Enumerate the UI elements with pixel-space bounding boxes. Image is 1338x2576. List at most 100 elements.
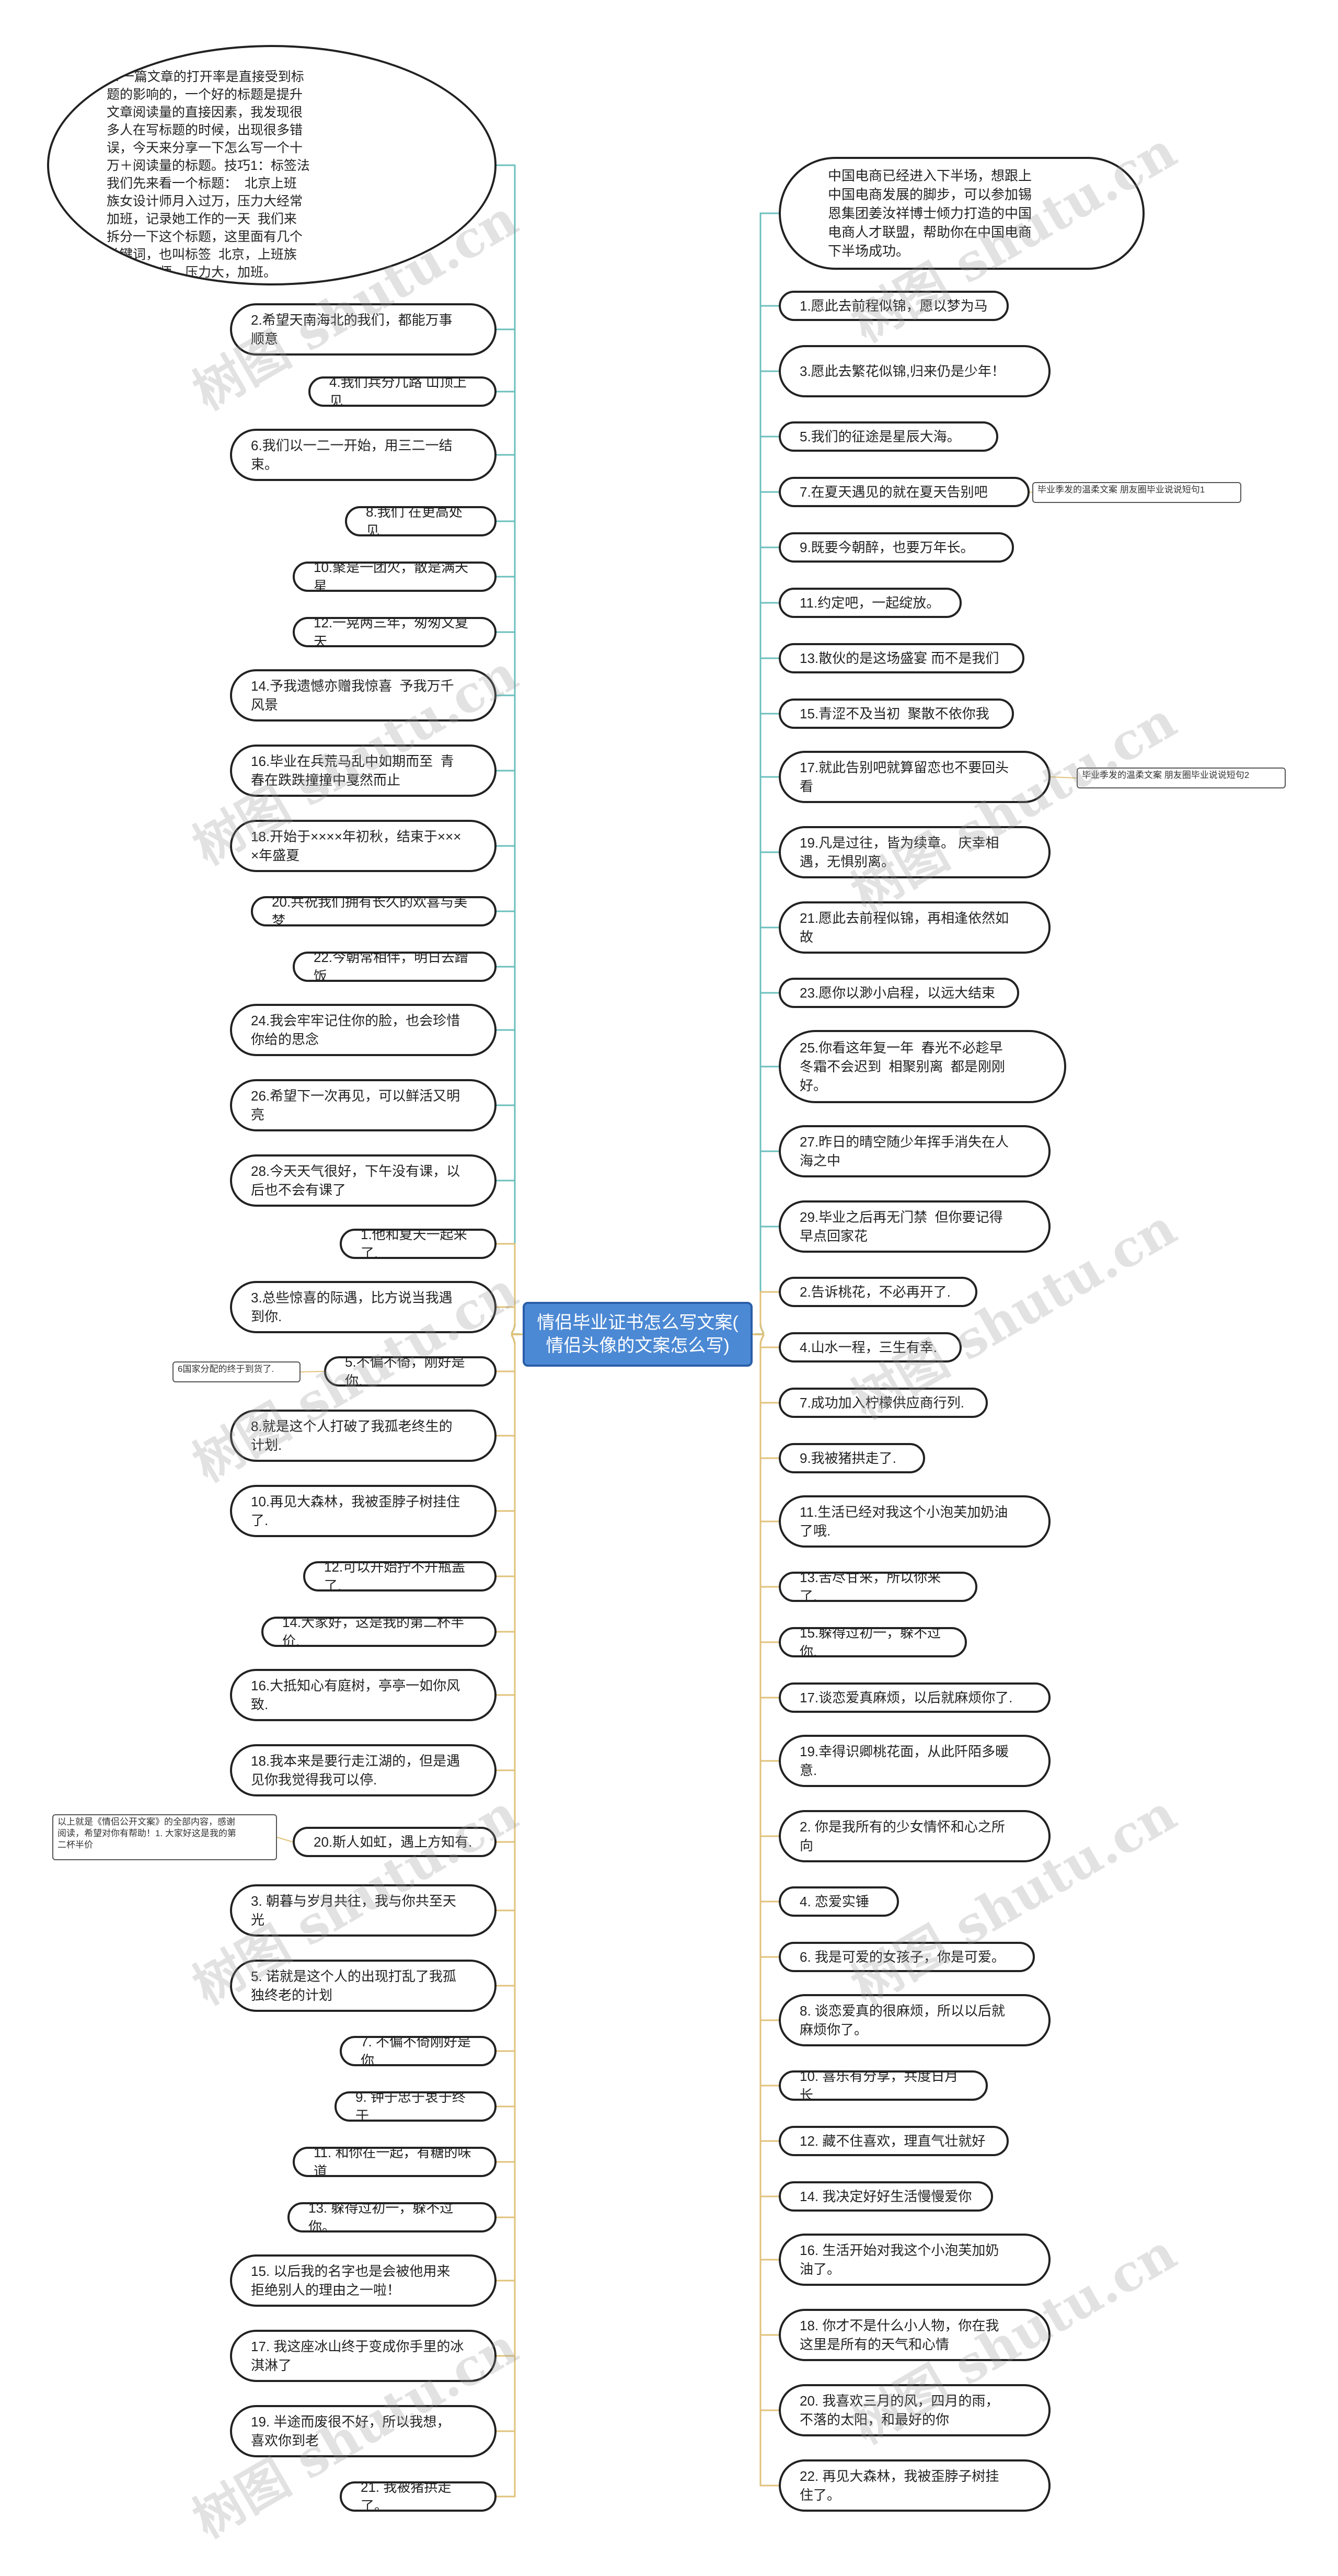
left-topic-8[interactable]: 14.予我遗憾亦赠我惊喜 予我万千 风景 — [230, 669, 497, 722]
left-topic-4[interactable]: 6.我们以一二一开始，用三二一结 束。 — [230, 429, 497, 481]
left-topic-15[interactable]: 28.今天天气很好，下午没有课，以 后也不会有课了 — [230, 1154, 497, 1207]
connector-line — [752, 851, 779, 1335]
left-topic-13[interactable]: 24.我会牢牢记住你的脸，也会珍惜 你给的思念 — [230, 1004, 497, 1056]
left-topic-21[interactable]: 12.可以开始拧不开瓶盖了. — [303, 1561, 497, 1592]
right-topic-27[interactable]: 4. 恋爱实锤 — [779, 1886, 899, 1917]
left-topic-27[interactable]: 5. 诺就是这个人的出现打乱了我孤 独终老的计划 — [230, 1960, 497, 2012]
right-topic-31[interactable]: 12. 藏不住喜欢，理直气壮就好 — [779, 2126, 1009, 2156]
connector-line — [497, 454, 523, 1335]
left-topic-20[interactable]: 10.再见大森林，我被歪脖子树挂住 了. — [230, 1485, 497, 1537]
right-topic-7[interactable]: 11.约定吧，一起绽放。 — [779, 588, 962, 618]
right-topic-12[interactable]: 21.愿此去前程似锦，再相逢依然如 故 — [779, 901, 1051, 954]
left-topic-10[interactable]: 18.开始于××××年初秋，结束于××× ×年盛夏 — [230, 820, 497, 872]
right-topic-22[interactable]: 13.苦尽甘来，所以你来了. — [779, 1572, 977, 1602]
right-topic-14[interactable]: 25.你看这年复一年 春光不必趁早 冬霜不会迟到 相聚别离 都是刚刚 好。 — [779, 1030, 1066, 1103]
connector-line — [752, 1333, 779, 1522]
left-topic-7[interactable]: 12.一晃两三年，匆匆又夏天 — [293, 617, 497, 647]
left-topic-32[interactable]: 15. 以后我的名字也是会被他用来 拒绝别人的理由之一啦！ — [230, 2254, 497, 2307]
right-topic-28[interactable]: 6. 我是可爱的女孩子，你是可爱。 — [779, 1942, 1035, 1972]
connector-line — [497, 1333, 523, 1372]
right-topic-30[interactable]: 10. 喜乐有分享，共度日月长 — [779, 2070, 988, 2101]
connector-line — [752, 1333, 779, 1903]
right-topic-13[interactable]: 23.愿你以渺小启程，以远大结束 — [779, 978, 1019, 1008]
left-topic-35[interactable]: 21. 我被猪拱走了。 — [340, 2481, 497, 2512]
left-topic-25[interactable]: 20.斯人如虹，遇上方知有. — [293, 1827, 497, 1857]
right-topic-20[interactable]: 9.我被猪拱走了. — [779, 1443, 925, 1473]
sub-topic-3[interactable]: 6国家分配的终于到货了. — [172, 1361, 301, 1382]
right-topic-35[interactable]: 20. 我喜欢三月的风，四月的雨， 不落的太阳，和最好的你 — [779, 2384, 1051, 2436]
right-topic-6[interactable]: 9.既要今朝醉，也要万年长。 — [779, 532, 1014, 563]
left-topic-5[interactable]: 8.我们 在更高处见 — [345, 506, 497, 536]
right-topic-36[interactable]: 22. 再见大森林，我被歪脖子树挂 住了。 — [779, 2459, 1051, 2512]
right-topic-26[interactable]: 2. 你是我所有的少女情怀和心之所 向 — [779, 1810, 1051, 1862]
right-topic-3[interactable]: 3.愿此去繁花似锦,归来仍是少年！ — [779, 345, 1051, 397]
connector-line — [497, 1333, 523, 1633]
right-topic-1[interactable]: 中国电商已经进入下半场，想跟上 中国电商发展的脚步，可以参加锡 恩集团姜汝祥博士… — [779, 157, 1145, 270]
left-topic-34[interactable]: 19. 半途而废很不好，所以我想， 喜欢你到老 — [230, 2405, 497, 2457]
left-topic-12[interactable]: 22.今朝常相伴，明日去蹭饭 — [293, 952, 497, 982]
left-topic-2[interactable]: 2.希望天南海北的我们，都能万事 顺意 — [230, 303, 497, 356]
left-topic-1[interactable]: ??一篇文章的打开率是直接受到标 题的影响的，一个好的标题是提升 文章阅读量的直… — [47, 45, 497, 285]
left-topic-16[interactable]: 1.他和夏天一起来了. — [340, 1229, 497, 1259]
right-topic-24[interactable]: 17.谈恋爱真麻烦，以后就麻烦你了. — [779, 1682, 1051, 1713]
left-topic-26[interactable]: 3. 朝暮与岁月共往，我与你共至天 光 — [230, 1884, 497, 1937]
sub-topic-1[interactable]: 毕业季发的温柔文案 朋友圈毕业说说短句1 — [1032, 482, 1241, 503]
right-topic-34[interactable]: 18. 你才不是什么小人物，你在我 这里是所有的天气和心情 — [779, 2309, 1051, 2361]
left-topic-14[interactable]: 26.希望下一次再见，可以鲜活又明 亮 — [230, 1079, 497, 1131]
right-topic-18[interactable]: 4.山水一程，三生有幸. — [779, 1332, 962, 1363]
sub-topic-4[interactable]: 以上就是《情侣公开文案》的全部内容，感谢 阅读，希望对你有帮助！1. 大家好这是… — [52, 1814, 277, 1860]
right-topic-5[interactable]: 7.在夏天遇见的就在夏天告别吧 — [779, 477, 1030, 507]
left-topic-24[interactable]: 18.我本来是要行走江湖的，但是遇 见你我觉得我可以停. — [230, 1744, 497, 1796]
sub-topic-2[interactable]: 毕业季发的温柔文案 朋友圈毕业说说短句2 — [1077, 768, 1286, 788]
left-topic-30[interactable]: 11. 和你在一起，有糖的味道 — [293, 2147, 497, 2177]
connector-line — [752, 1333, 779, 1958]
left-topic-11[interactable]: 20.共祝我们拥有长久的欢喜与美梦 — [251, 896, 497, 926]
connector-line — [497, 1333, 523, 2498]
connector-line — [752, 546, 779, 1335]
connector-line — [752, 491, 779, 1335]
connector-line — [752, 1333, 779, 2087]
connector-line — [497, 1333, 523, 1911]
right-topic-11[interactable]: 19.凡是过往，皆为续章。 庆幸相 遇，无惧别离。 — [779, 826, 1051, 878]
right-topic-29[interactable]: 8. 谈恋爱真的很麻烦，所以以后就 麻烦你了。 — [779, 1994, 1051, 2046]
right-topic-4[interactable]: 5.我们的征途是星辰大海。 — [779, 421, 998, 452]
right-topic-23[interactable]: 15.躲得过初一，躲不过你. — [779, 1627, 967, 1657]
connector-line — [497, 1333, 523, 2218]
left-topic-28[interactable]: 7. 不偏不倚刚好是你 — [340, 2036, 497, 2066]
right-topic-32[interactable]: 14. 我决定好好生活慢慢爱你 — [779, 2181, 993, 2212]
left-topic-6[interactable]: 10.聚是一团火，散是满天星 — [293, 562, 497, 592]
connector-line — [1050, 776, 1077, 778]
left-topic-18[interactable]: 5.不偏不倚，刚好是你. — [324, 1356, 497, 1387]
connector-line — [752, 1333, 779, 1459]
left-topic-9[interactable]: 16.毕业在兵荒马乱中如期而至 青 春在跌跌撞撞中戛然而止 — [230, 745, 497, 797]
right-topic-9[interactable]: 15.青涩不及当初 聚散不依你我 — [779, 699, 1014, 729]
right-topic-25[interactable]: 19.幸得识卿桃花面，从此阡陌多暖 意. — [779, 1735, 1051, 1787]
right-topic-33[interactable]: 16. 生活开始对我这个小泡芙加奶 油了。 — [779, 2234, 1051, 2286]
central-topic[interactable]: 情侣毕业证书怎么写文案( 情侣头像的文案怎么写) — [523, 1302, 753, 1367]
left-topic-23[interactable]: 16.大抵知心有庭树，亭亭一如你风 致. — [230, 1669, 497, 1721]
right-topic-16[interactable]: 29.毕业之后再无门禁 但你要记得 早点回家花 — [779, 1200, 1051, 1253]
right-topic-10[interactable]: 17.就此告别吧就算留恋也不要回头 看 — [779, 751, 1051, 803]
left-topic-33[interactable]: 17. 我这座冰山终于变成你手里的冰 淇淋了 — [230, 2330, 497, 2382]
right-topic-15[interactable]: 27.昨日的晴空随少年挥手消失在人 海之中 — [779, 1125, 1051, 1177]
right-topic-21[interactable]: 11.生活已经对我这个小泡芙加奶油 了哦. — [779, 1495, 1051, 1548]
left-topic-17[interactable]: 3.总些惊喜的际遇，比方说当我遇 到你. — [230, 1281, 497, 1333]
left-topic-22[interactable]: 14.大家好，这是我的第二杯半价. — [261, 1617, 497, 1647]
connector-line — [497, 1333, 523, 2357]
left-topic-19[interactable]: 8.就是这个人打破了我孤老终生的 计划. — [230, 1410, 497, 1462]
right-topic-17[interactable]: 2.告诉桃花，不必再开了. — [779, 1277, 977, 1307]
left-topic-3[interactable]: 4.我们兵分几路 山顶上见 — [308, 376, 497, 407]
right-topic-2[interactable]: 1.愿此去前程似锦，愿以梦为马 — [779, 291, 1009, 321]
connector-line — [752, 1333, 779, 1588]
right-topic-8[interactable]: 13.散伙的是这场盛宴 而不是我们 — [779, 643, 1024, 673]
connector-line — [752, 1333, 779, 2021]
left-topic-31[interactable]: 13. 躲得过初一，躲不过你。 — [287, 2202, 497, 2232]
connector-line — [752, 1333, 779, 2336]
connector-line — [497, 1333, 523, 2108]
left-topic-29[interactable]: 9. 钟于忠于衷于终于 — [334, 2091, 497, 2122]
connector-line — [752, 1291, 779, 1335]
right-topic-19[interactable]: 7.成功加入柠檬供应商行列. — [779, 1388, 988, 1418]
connector-line — [752, 713, 779, 1335]
connector-line — [497, 1333, 523, 1512]
